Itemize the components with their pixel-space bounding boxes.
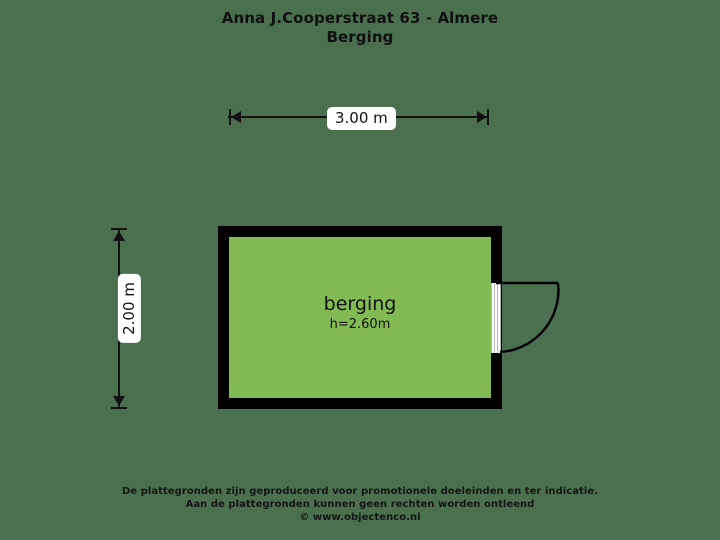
title-subtitle: Berging <box>326 28 394 46</box>
arrow-up-icon <box>113 231 125 241</box>
arrow-right-icon <box>477 111 487 123</box>
vertical-dimension-tick-top <box>111 228 127 230</box>
room-berging <box>229 237 491 398</box>
footer-line-3: © www.objectenco.nl <box>299 512 421 523</box>
footer-line-2: Aan de plattegronden kunnen geen rechten… <box>185 499 535 510</box>
arrow-down-icon <box>113 396 125 406</box>
horizontal-dimension-tick-left <box>229 109 231 125</box>
footer-disclaimer: De plattegronden zijn geproduceerd voor … <box>0 485 720 524</box>
title-address: Anna J.Cooperstraat 63 - Almere <box>221 9 499 27</box>
arrow-left-icon <box>231 111 241 123</box>
plan-title: Anna J.Cooperstraat 63 - Almere Berging <box>0 9 720 47</box>
vertical-dimension-tick-bottom <box>111 407 127 409</box>
door-panel <box>491 283 501 353</box>
door-jamb-cap-bottom <box>491 353 501 357</box>
horizontal-dimension-tick-right <box>487 109 489 125</box>
footer-line-1: De plattegronden zijn geproduceerd voor … <box>121 486 599 497</box>
horizontal-dimension-label: 3.00 m <box>327 107 396 130</box>
vertical-dimension-label: 2.00 m <box>117 274 141 343</box>
door-jamb-cap-top <box>491 279 501 283</box>
door-swing-icon <box>496 281 560 354</box>
